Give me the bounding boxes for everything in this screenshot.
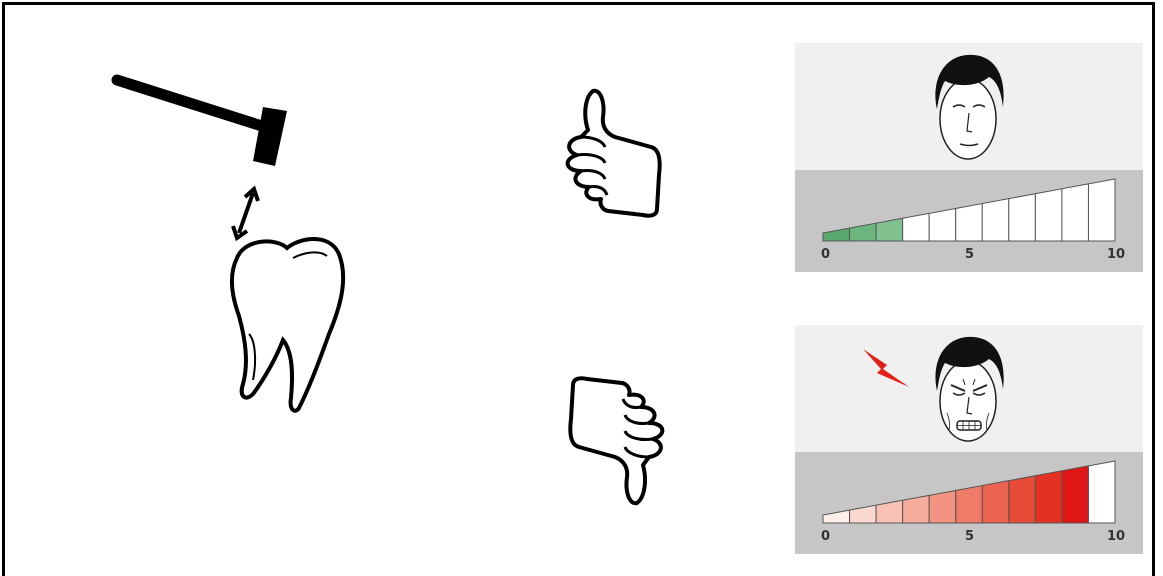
molar-tooth-icon	[215, 230, 355, 415]
low-pain-panel: 0 5 10	[795, 43, 1143, 272]
scale-segment-10	[1088, 179, 1115, 241]
thumbs-down-icon	[563, 375, 678, 510]
pain-scale-high	[795, 325, 1143, 554]
pain-scale-low	[795, 43, 1143, 272]
scale-segment-5	[956, 204, 983, 241]
scale-label-min: 0	[821, 529, 830, 544]
scale-segment-3	[903, 495, 930, 523]
scale-segment-10	[1088, 461, 1115, 523]
scale-segment-0	[823, 228, 850, 241]
scale-segment-3	[903, 213, 930, 241]
scale-segment-2	[876, 500, 903, 523]
scale-segment-9	[1062, 184, 1089, 241]
scale-segment-9	[1062, 466, 1089, 523]
scale-segment-6	[982, 481, 1009, 523]
scale-label-mid: 5	[965, 529, 974, 544]
scale-segment-8	[1035, 189, 1062, 241]
high-pain-panel: 0 5 10	[795, 325, 1143, 554]
scale-label-mid: 5	[965, 247, 974, 262]
thumbs-up-icon	[553, 85, 668, 220]
scale-segment-8	[1035, 471, 1062, 523]
scale-segment-1	[850, 223, 877, 241]
scale-segment-4	[929, 490, 956, 523]
scale-segment-5	[956, 486, 983, 523]
scale-segment-1	[850, 505, 877, 523]
scale-segment-7	[1009, 194, 1036, 241]
scale-segment-7	[1009, 476, 1036, 523]
scale-segment-0	[823, 510, 850, 523]
scale-segment-4	[929, 208, 956, 241]
mallet-icon	[105, 70, 295, 170]
scale-label-max: 10	[1107, 529, 1125, 544]
scale-segment-6	[982, 199, 1009, 241]
scale-segment-2	[876, 218, 903, 241]
scale-label-max: 10	[1107, 247, 1125, 262]
scale-label-min: 0	[821, 247, 830, 262]
